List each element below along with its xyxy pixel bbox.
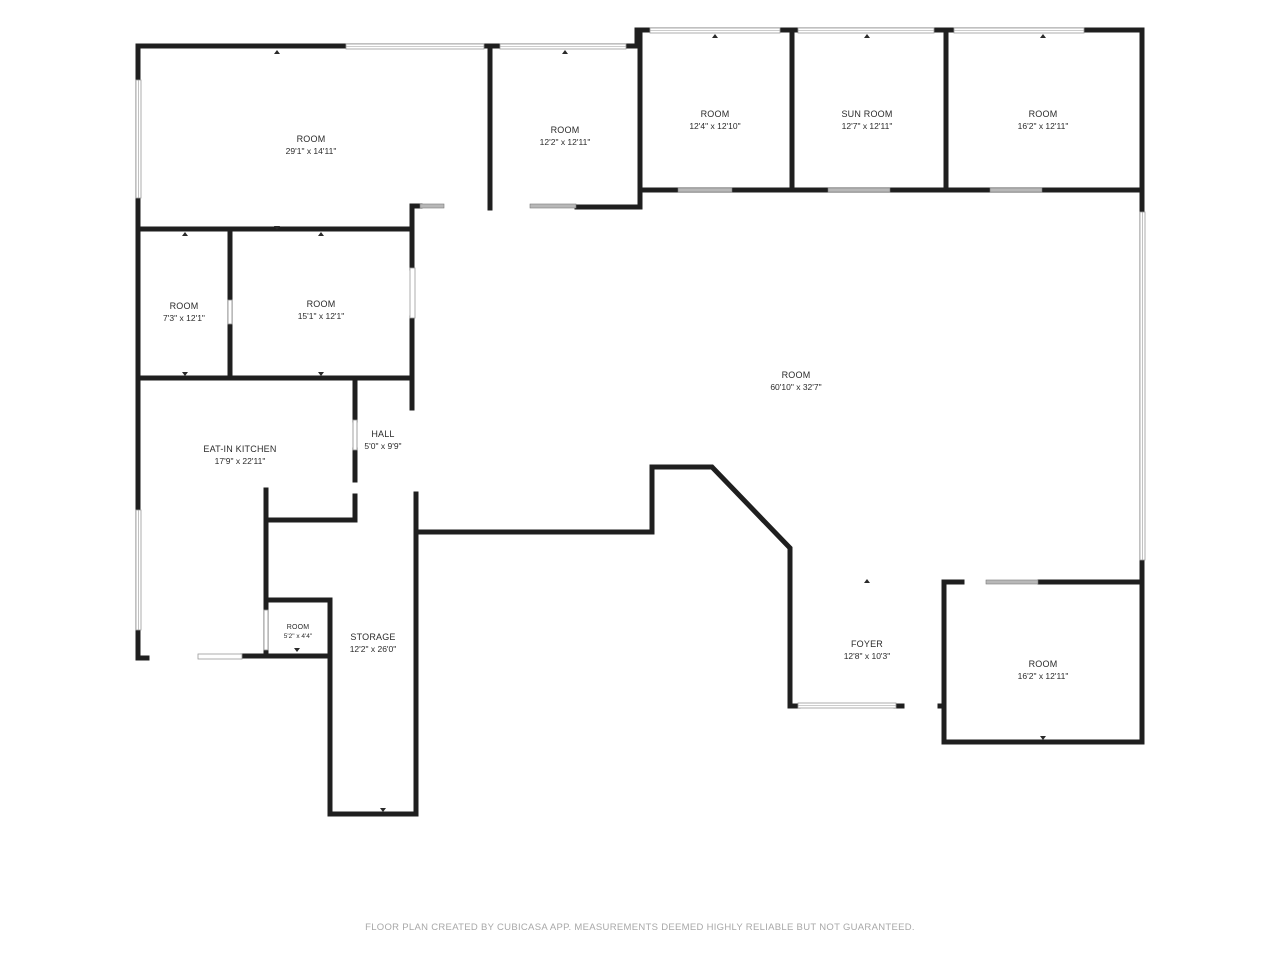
room-labels: ROOM 29'1" x 14'11" ROOM 12'2" x 12'11" … (163, 109, 1068, 681)
door (827, 187, 891, 193)
wall-room-7 (937, 579, 1145, 745)
room-3-dims: 12'4" x 12'10" (689, 121, 740, 131)
door (989, 187, 1043, 193)
kitchen-name: EAT-IN KITCHEN (203, 444, 276, 454)
sun-room-name: SUN ROOM (841, 109, 892, 119)
doors (227, 187, 1043, 651)
wall-room-2 (487, 27, 643, 211)
tick (274, 50, 280, 54)
storage-name: STORAGE (350, 632, 395, 642)
room-3-name: ROOM (701, 109, 730, 119)
tick (864, 579, 870, 583)
room-6-dims: 15'1" x 12'1" (298, 311, 345, 321)
room-7-name: ROOM (1029, 659, 1058, 669)
tick (318, 372, 324, 376)
wall-hall-kitchen (263, 375, 358, 655)
tick (864, 34, 870, 38)
room-5-name: ROOM (170, 301, 199, 311)
tick (1040, 34, 1046, 38)
door (677, 187, 733, 193)
room-main-dims: 60'10" x 32'7" (770, 382, 821, 392)
foyer-name: FOYER (851, 639, 883, 649)
door (227, 299, 233, 325)
room-4-dims: 16'2" x 12'11" (1018, 121, 1069, 131)
door (985, 579, 1039, 585)
storage-dims: 12'2" x 26'0" (350, 644, 397, 654)
room-4-name: ROOM (1029, 109, 1058, 119)
room-5-dims: 7'3" x 12'1" (163, 313, 205, 323)
tick (182, 372, 188, 376)
door (352, 419, 358, 451)
footer-disclaimer: FLOOR PLAN CREATED BY CUBICASA APP. MEAS… (365, 922, 915, 933)
wall-top-row (637, 27, 1145, 585)
tick-marks (182, 34, 1046, 812)
room-1-dims: 29'1" x 14'11" (286, 146, 337, 156)
room-2-dims: 12'2" x 12'11" (540, 137, 591, 147)
room-small-dims: 5'2" x 4'4" (284, 633, 313, 640)
tick (712, 34, 718, 38)
room-small-name: ROOM (287, 624, 310, 631)
foyer-dims: 12'8" x 10'3" (844, 651, 891, 661)
kitchen-dims: 17'9" x 22'11" (215, 456, 266, 466)
tick (562, 50, 568, 54)
room-2-name: ROOM (551, 125, 580, 135)
tick (294, 648, 300, 652)
walls (135, 27, 1145, 817)
room-7-dims: 16'2" x 12'11" (1018, 671, 1069, 681)
room-main-name: ROOM (782, 370, 811, 380)
tick (318, 232, 324, 236)
hall-dims: 5'0" x 9'9" (364, 441, 401, 451)
wall-main-bottom (413, 464, 905, 709)
sun-room-dims: 12'7" x 12'11" (842, 121, 893, 131)
door (529, 203, 577, 209)
hall-name: HALL (371, 429, 394, 439)
tick (380, 808, 386, 812)
tick (1040, 736, 1046, 740)
window (197, 653, 243, 660)
wall-storage (240, 491, 419, 817)
tick (182, 232, 188, 236)
window (409, 267, 416, 319)
windows (135, 27, 1146, 709)
door (419, 203, 445, 209)
room-1-name: ROOM (297, 134, 326, 144)
room-6-name: ROOM (307, 299, 336, 309)
tick (274, 226, 280, 230)
door (263, 609, 269, 651)
